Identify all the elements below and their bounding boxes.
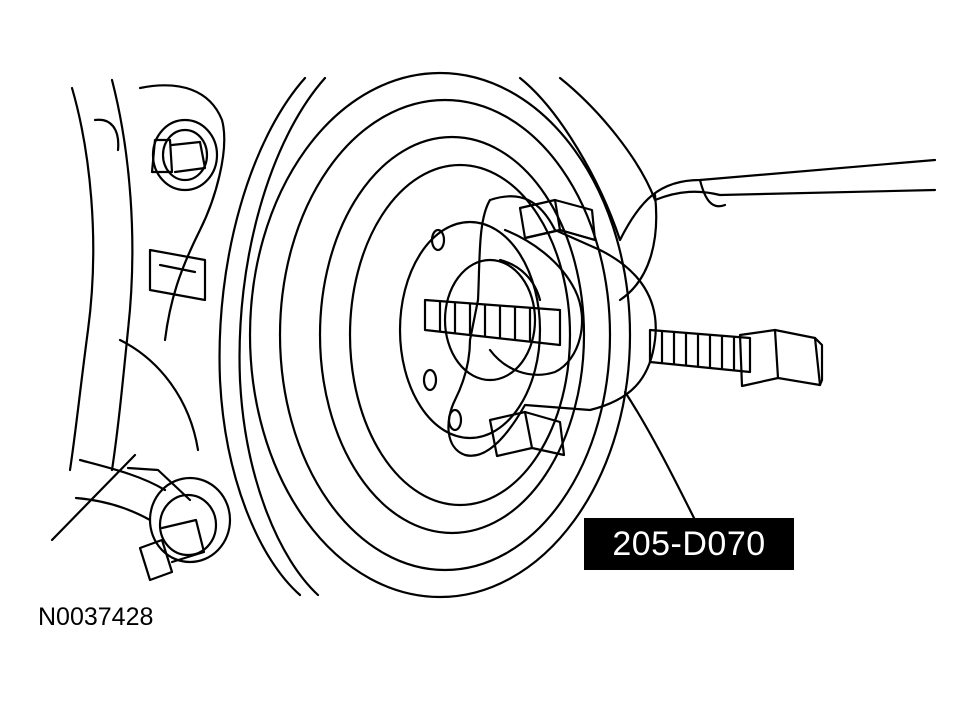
suspension-knuckle xyxy=(50,78,226,542)
upper-stud-nut xyxy=(518,198,597,242)
lower-stud-nut xyxy=(488,410,566,458)
upper-knuckle-bolt xyxy=(150,118,219,192)
figure-number: N0037428 xyxy=(38,603,154,631)
upper-control-arm xyxy=(518,76,937,302)
tool-callout-label: 205-D070 xyxy=(584,518,794,570)
brake-rotor xyxy=(218,71,632,599)
callout-leader-line xyxy=(623,390,697,522)
forcing-screw xyxy=(423,298,824,388)
lower-ball-joint-bolt xyxy=(126,466,232,582)
wheel-hub xyxy=(398,220,542,440)
puller-yoke xyxy=(447,195,657,457)
